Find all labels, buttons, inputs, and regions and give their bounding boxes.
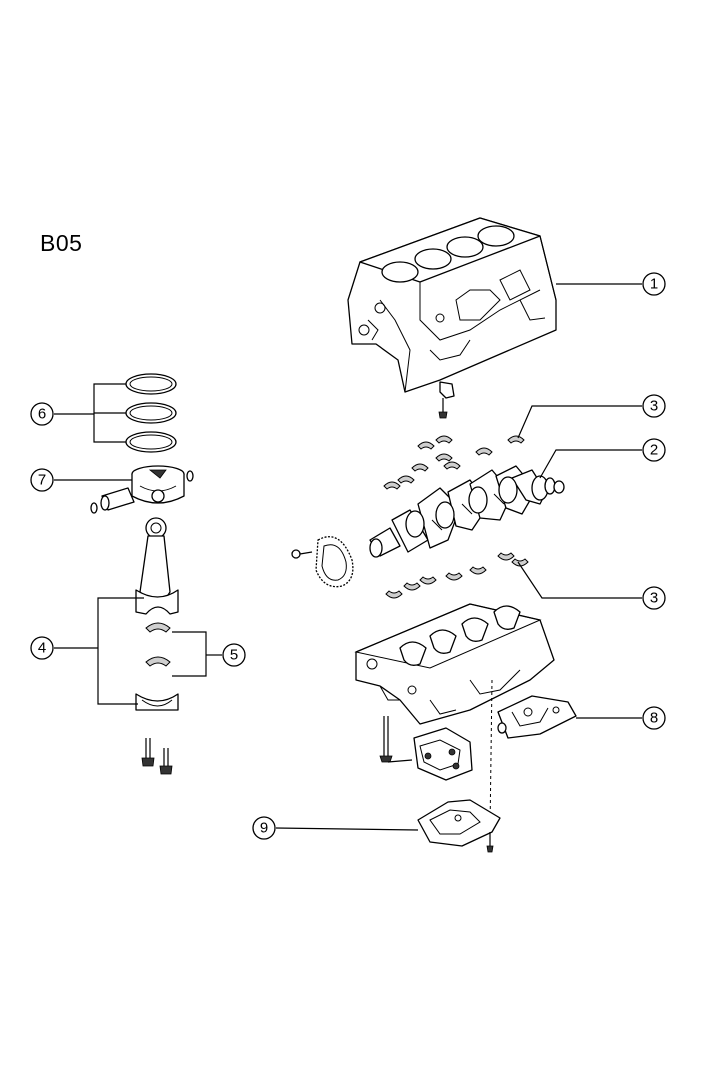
crankshaft[interactable] [369, 465, 565, 558]
callout-9-label: 9 [260, 820, 268, 837]
callout-5: 5 [222, 643, 246, 667]
callout-7-label: 7 [38, 472, 46, 489]
callout-6: 6 [30, 402, 54, 426]
callout-6-label: 6 [38, 406, 46, 423]
callout-5-label: 5 [230, 647, 238, 664]
callout-2-label: 2 [650, 442, 658, 459]
callout-1: 1 [642, 272, 666, 296]
callout-9: 9 [252, 816, 276, 840]
callout-2: 2 [642, 438, 666, 462]
callout-3-upper: 3 [642, 394, 666, 418]
rod-bearings[interactable] [145, 622, 171, 667]
lower-crankcase[interactable] [354, 603, 555, 831]
oil-baffle-plate[interactable] [417, 799, 501, 853]
main-bearings-lower[interactable] [385, 552, 529, 599]
callout-4: 4 [30, 636, 54, 660]
callout-3b-label: 3 [650, 590, 658, 607]
callout-8: 8 [642, 706, 666, 730]
cylinder-block[interactable] [347, 217, 557, 419]
reluctor-plate[interactable] [291, 536, 354, 588]
piston-assembly[interactable] [90, 465, 194, 514]
callout-3-lower: 3 [642, 586, 666, 610]
callout-8-label: 8 [650, 710, 658, 727]
diagram-code: B05 [40, 230, 83, 256]
connecting-rod[interactable] [135, 517, 179, 775]
main-bearings-upper[interactable] [383, 435, 525, 490]
callout-1-label: 1 [650, 276, 658, 293]
callout-4-label: 4 [38, 640, 46, 657]
oil-pump[interactable] [413, 695, 577, 781]
callout-3a-label: 3 [650, 398, 658, 415]
piston-rings[interactable] [125, 373, 177, 453]
callout-7: 7 [30, 468, 54, 492]
leader-lines [54, 283, 642, 831]
